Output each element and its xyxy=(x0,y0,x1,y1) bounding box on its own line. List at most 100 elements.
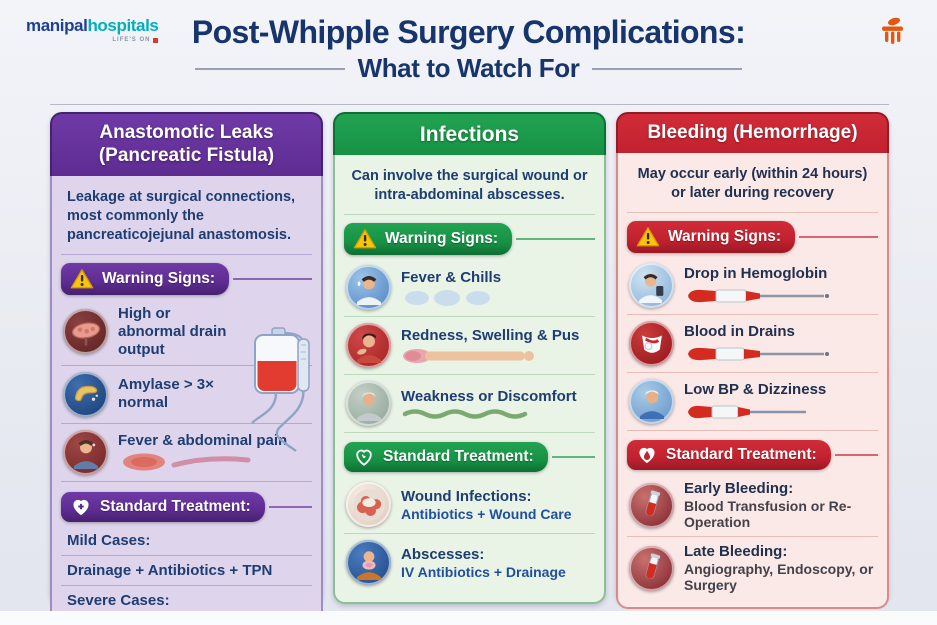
treatment-line: Drainage + Antibiotics + TPN xyxy=(61,556,312,586)
list-item: Fever & Chills xyxy=(344,259,595,318)
drain-tube-decor xyxy=(688,405,806,419)
warning-signs-badge: Warning Signs: xyxy=(344,223,513,256)
warning-signs-list: Drop in Hemoglobin xyxy=(627,257,878,432)
list-item: Wound Infections: Antibiotics + Wound Ca… xyxy=(344,476,595,535)
sign-label: Amylase > 3× normal xyxy=(118,376,214,412)
treatment-title: Wound Infections: xyxy=(401,487,532,505)
chilled-man-icon xyxy=(346,265,391,311)
sign-label: Fever & Chills xyxy=(401,268,502,286)
badge-tail-line xyxy=(834,454,878,457)
blood-vial-icon xyxy=(629,482,674,528)
heart-drop-icon xyxy=(639,447,655,464)
treatment-title: Abscesses: xyxy=(401,545,485,563)
standard-treatment-badge: Standard Treatment: xyxy=(344,442,548,473)
heart-cross-icon xyxy=(73,499,89,516)
drain-tube-decor xyxy=(688,347,829,361)
list-item: High or abnormal drain output xyxy=(61,299,312,366)
column-bleeding: Bleeding (Hemorrhage) May occur early (w… xyxy=(616,112,889,610)
list-item: Abscesses: IV Antibiotics + Drainage xyxy=(344,534,595,591)
inflammation-blotch-decor xyxy=(123,453,251,471)
list-item: Amylase > 3× normal xyxy=(61,366,312,424)
treatment-detail: Blood Transfusion or Re-Operation xyxy=(684,498,852,531)
list-item: Weakness or Discomfort xyxy=(344,375,595,434)
treatment-detail: Antibiotics + Wound Care xyxy=(401,505,572,522)
treatment-list: Early Bleeding: Blood Transfusion or Re-… xyxy=(627,474,878,599)
badge-tail-line xyxy=(516,238,595,241)
sign-label: Redness, Swelling & Pus xyxy=(401,326,580,344)
bottom-strip xyxy=(0,611,937,625)
manipal-hospitals-logo: manipalhospitals LIFE'S ON xyxy=(26,16,159,43)
brand-symbol-icon xyxy=(879,16,905,51)
column-title: Bleeding (Hemorrhage) xyxy=(616,112,889,153)
heart-check-icon xyxy=(356,450,372,467)
column-description: May occur early (within 24 hours) or lat… xyxy=(627,159,878,214)
dizzy-elderly-icon xyxy=(629,379,674,425)
blood-drain-icon xyxy=(629,321,674,367)
sign-label: Blood in Drains xyxy=(684,322,795,340)
list-item: Drop in Hemoglobin xyxy=(627,257,878,316)
abscess-patient-icon xyxy=(346,540,391,586)
list-item: Redness, Swelling & Pus xyxy=(344,317,595,376)
treatment-line: Severe Cases: xyxy=(67,591,170,609)
column-title: Infections xyxy=(333,112,606,156)
doctor-check-icon xyxy=(629,263,674,309)
warning-signs-label: Warning Signs: xyxy=(668,228,782,246)
badge-tail-line xyxy=(551,456,595,459)
header-divider xyxy=(50,104,889,105)
standard-treatment-label: Standard Treatment: xyxy=(100,497,251,515)
standard-treatment-label: Standard Treatment: xyxy=(666,446,817,464)
warning-signs-list: Fever & Chills xyxy=(344,259,595,434)
warning-triangle-icon xyxy=(353,229,377,249)
treatment-detail: IV Antibiotics + Drainage xyxy=(401,563,566,580)
treatment-detail: Angiography, Endoscopy, or Surgery xyxy=(684,561,874,594)
list-item: Blood in Drains xyxy=(627,315,878,374)
chills-decor xyxy=(405,289,490,306)
pancreas-leak-icon xyxy=(63,309,108,355)
pancreas-icon xyxy=(63,371,108,417)
woman-red-arm-icon xyxy=(346,323,391,369)
swollen-arm-decor xyxy=(403,348,534,363)
wound-icon xyxy=(346,482,391,528)
column-description: Can involve the surgical wound or intra-… xyxy=(344,161,595,216)
sign-label: Low BP & Dizziness xyxy=(684,380,827,398)
warning-signs-badge: Warning Signs: xyxy=(627,221,796,254)
logo-text-manipal: manipal xyxy=(26,16,88,35)
treatment-title: Late Bleeding: xyxy=(684,543,788,561)
logo-tagline: LIFE'S ON xyxy=(112,37,151,43)
sign-label: Weakness or Discomfort xyxy=(401,387,577,405)
blood-vial-icon xyxy=(629,545,674,591)
logo-text-hospitals: hospitals xyxy=(87,16,159,35)
subtitle-left-rule xyxy=(194,67,345,70)
treatment-list: Wound Infections: Antibiotics + Wound Ca… xyxy=(344,476,595,591)
weakness-scribble-decor xyxy=(402,409,528,419)
column-infections: Infections Can involve the surgical woun… xyxy=(333,112,606,604)
badge-tail-line xyxy=(233,277,312,280)
page-subtitle: What to Watch For xyxy=(357,53,580,83)
standard-treatment-badge: Standard Treatment: xyxy=(61,491,265,522)
treatment-lines: Mild Cases: Drainage + Antibiotics + TPN… xyxy=(61,526,312,615)
treatment-line: Mild Cases: xyxy=(61,526,312,556)
page-title: Post-Whipple Surgery Complications: xyxy=(191,14,746,50)
logo-red-square xyxy=(153,37,159,43)
list-item: Fever & abdominal pain xyxy=(61,424,312,482)
drain-tube-decor xyxy=(688,289,829,303)
sign-label: High or abnormal drain output xyxy=(118,304,227,358)
warning-triangle-icon xyxy=(636,227,660,247)
badge-tail-line xyxy=(268,505,312,508)
warning-signs-label: Warning Signs: xyxy=(385,230,499,248)
treatment-title: Early Bleeding: xyxy=(684,480,794,498)
column-title: Anastomotic Leaks (Pancreatic Fistula) xyxy=(50,112,323,176)
sign-label: Fever & abdominal pain xyxy=(118,432,288,450)
list-item: Late Bleeding: Angiography, Endoscopy, o… xyxy=(627,537,878,599)
feverish-man-icon xyxy=(63,429,108,475)
subtitle-right-rule xyxy=(592,67,743,70)
weak-elderly-man-icon xyxy=(346,381,391,427)
sign-label: Drop in Hemoglobin xyxy=(684,264,828,282)
warning-signs-badge: Warning Signs: xyxy=(61,262,230,295)
list-item: Low BP & Dizziness xyxy=(627,373,878,432)
warning-signs-label: Warning Signs: xyxy=(102,269,216,287)
standard-treatment-label: Standard Treatment: xyxy=(383,448,534,466)
column-anastomotic-leaks: Anastomotic Leaks (Pancreatic Fistula) L… xyxy=(50,112,323,625)
standard-treatment-badge: Standard Treatment: xyxy=(627,440,831,471)
